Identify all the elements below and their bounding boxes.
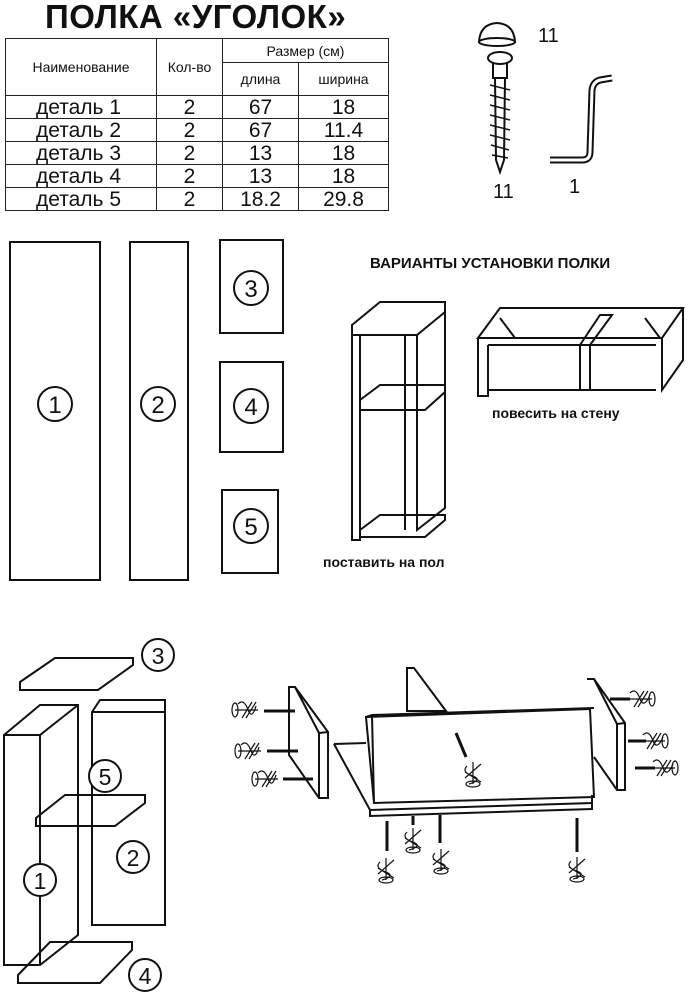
wall-shelf-drawing: [476, 307, 685, 397]
cell-width: 18: [298, 141, 389, 165]
screw-icon: [231, 690, 679, 884]
callout-1: 1: [34, 868, 47, 894]
cell-qty: 2: [156, 164, 223, 188]
header-name: Наименование: [5, 38, 157, 96]
cell-name: деталь 4: [5, 164, 157, 188]
part-label: 2: [151, 392, 164, 419]
callout-4: 4: [139, 963, 152, 989]
part-5: 5: [221, 489, 279, 574]
cell-width: 29.8: [298, 187, 389, 211]
cell-width: 11.4: [298, 118, 389, 142]
part-label: 3: [244, 276, 257, 303]
cell-qty: 2: [156, 118, 223, 142]
cell-name: деталь 1: [5, 95, 157, 119]
screw-cap-icon: [477, 21, 517, 47]
cell-qty: 2: [156, 141, 223, 165]
header-size: Размер (см): [222, 38, 389, 63]
cell-length: 18.2: [222, 187, 299, 211]
exploded-floor-assembly: [3, 657, 166, 984]
screw-count: 11: [493, 181, 514, 203]
screw-markers: [264, 697, 655, 852]
part-label: 5: [244, 514, 257, 541]
cell-name: деталь 3: [5, 141, 157, 165]
page-title: ПОЛКА «УГОЛОК»: [45, 0, 347, 35]
exploded-wall-assembly: [288, 667, 626, 818]
cell-qty: 2: [156, 95, 223, 119]
part-label: 4: [244, 394, 257, 421]
part-3: 3: [219, 239, 284, 334]
variants-heading: ВАРИАНТЫ УСТАНОВКИ ПОЛКИ: [370, 255, 610, 272]
cell-length: 67: [222, 118, 299, 142]
callout-5: 5: [99, 764, 112, 790]
part-2: 2: [129, 241, 189, 581]
floor-shelf-drawing: [351, 301, 446, 541]
header-width: ширина: [298, 62, 389, 96]
callout-2: 2: [127, 845, 140, 871]
part-label: 1: [48, 392, 61, 419]
part-4: 4: [219, 361, 284, 453]
cap-count: 11: [538, 25, 559, 47]
header-qty: Кол-во: [156, 38, 223, 96]
wall-caption: повесить на стену: [492, 405, 620, 421]
cell-name: деталь 2: [5, 118, 157, 142]
parts-table: Наименование Кол-во Размер (см) длина ши…: [5, 38, 389, 211]
cell-length: 67: [222, 95, 299, 119]
callout-3: 3: [152, 643, 165, 669]
part-1: 1: [9, 241, 101, 581]
hex-key-count: 1: [569, 176, 580, 198]
assembly-callouts: 3 5 2 1 4: [23, 638, 175, 992]
floor-caption: поставить на пол: [323, 554, 445, 570]
cell-name: деталь 5: [5, 187, 157, 211]
hex-key-icon: [550, 74, 613, 164]
cell-qty: 2: [156, 187, 223, 211]
confirmat-screw-icon: [487, 51, 513, 176]
cell-width: 18: [298, 164, 389, 188]
